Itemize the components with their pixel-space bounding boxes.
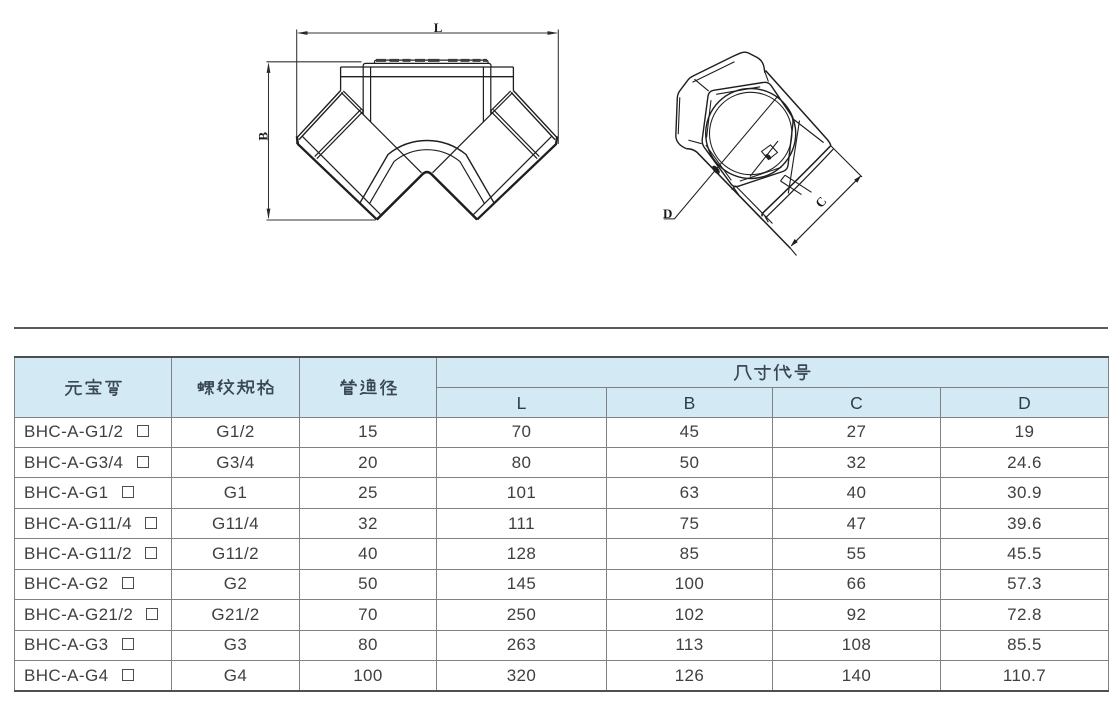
svg-text:D: D [663, 206, 672, 221]
svg-text:C: C [812, 193, 829, 210]
svg-text:L: L [434, 20, 443, 35]
svg-text:B: B [255, 132, 270, 141]
